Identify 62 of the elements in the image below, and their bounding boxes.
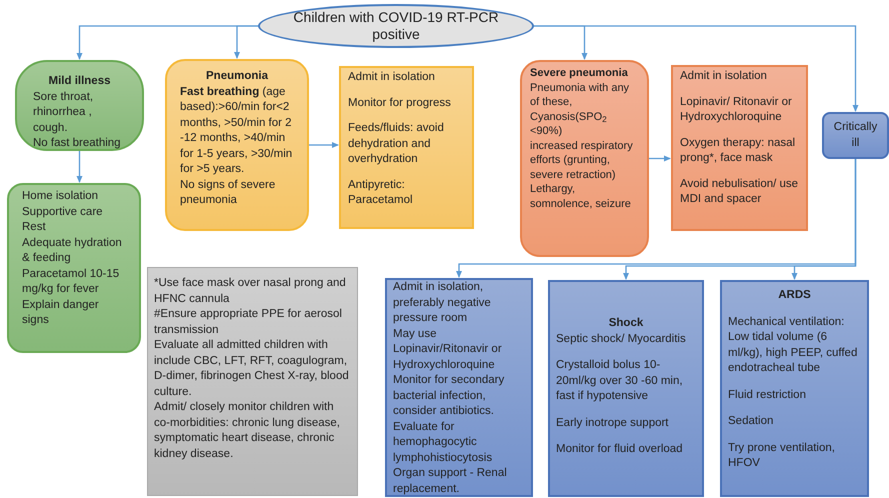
arrow bbox=[309, 142, 339, 148]
node-text: Fast breathing (age based):>60/min for<2 months, >50/min for 2 -12 months, >40/min for 1-5 years, >30/min for >5 years. bbox=[180, 84, 294, 177]
node-text: Oxygen therapy: nasal prong*, face mask bbox=[680, 136, 796, 166]
node-text: Try prone ventilation, HFOV bbox=[728, 440, 836, 471]
node-text: No fast breathing bbox=[33, 136, 122, 151]
arrow bbox=[649, 156, 671, 162]
node-text: Paracetamol 10-15 mg/kg for fever bbox=[22, 266, 120, 297]
mild-illness-box bbox=[15, 60, 144, 151]
node-text: Evaluate for hemophagocytic lymphohistiocytosis bbox=[393, 420, 494, 466]
arrow bbox=[234, 25, 260, 59]
node-text: Rest bbox=[22, 220, 47, 235]
severe-pneumonia-box bbox=[520, 60, 649, 257]
home-care-box bbox=[7, 183, 141, 353]
note-box bbox=[147, 267, 358, 496]
node-text: Admit in isolation bbox=[348, 70, 436, 85]
node-text: Monitor for fluid overload bbox=[556, 442, 684, 457]
node-text: *Use face mask over nasal prong and HFNC cannula bbox=[154, 276, 347, 306]
node-text: Children with COVID-19 RT-PCR positive bbox=[292, 9, 500, 43]
node-text: Avoid nebulisation/ use MDI and spacer bbox=[680, 176, 799, 207]
node-text: Crystalloid bolus 10-20ml/kg over 30 -60 min, fast if hypotensive bbox=[556, 358, 684, 404]
node-text: increased respiratory efforts (grunting, severe retraction) bbox=[530, 138, 634, 182]
arrow bbox=[532, 25, 858, 112]
node-text: Early inotrope support bbox=[556, 416, 670, 430]
node-text: No signs of severe pneumonia bbox=[180, 178, 276, 208]
heading: Pneumonia bbox=[205, 69, 269, 84]
node-text: Monitor for progress bbox=[348, 96, 452, 110]
node-text: Sedation bbox=[728, 414, 774, 429]
ards-box bbox=[720, 280, 869, 497]
node-text: Admit in isolation bbox=[680, 69, 768, 84]
treatment-box bbox=[385, 278, 533, 497]
node-text: Home isolation bbox=[22, 189, 100, 204]
heading: Mild illness bbox=[48, 74, 112, 89]
node-text: Lopinavir/ Ritonavir or Hydroxychloroquine bbox=[680, 94, 793, 125]
node-text: May use Lopinavir/Ritonavir or Hydroxychloroquine bbox=[393, 326, 503, 372]
node-text: Admit in isolation, preferably negative pressure room bbox=[393, 280, 492, 326]
node-text: Critically ill bbox=[834, 120, 878, 150]
node-text: Evaluate all admitted children with include CBC, LFT, RFT, coagulogram, D-dimer, fibrinogen Chest X-ray, blood culture. bbox=[154, 338, 350, 400]
heading: ARDS bbox=[777, 288, 812, 303]
node-text: Organ support - Renal replacement. bbox=[393, 466, 508, 496]
node-text: Lethargy, somnolence, seizure bbox=[530, 182, 632, 211]
node-text: Fluid restriction bbox=[728, 388, 807, 402]
shock-box bbox=[548, 280, 704, 497]
node-text: Sore throat, rhinorrhea , cough. bbox=[33, 90, 94, 136]
node-text: Monitor for secondary bacterial infection, consider antibiotics. bbox=[393, 373, 506, 419]
node-text: Mechanical ventilation: Low tidal volume (6 ml/kg), high PEEP, cuffed endotracheal tube bbox=[728, 314, 858, 376]
node-text: Admit/ closely monitor children with co-morbidities: chronic lung disease, symptomatic heart disease, chronic kidney disease. bbox=[154, 400, 342, 462]
node-text: Supportive care bbox=[22, 204, 104, 220]
heading: Shock bbox=[608, 316, 644, 331]
management-box bbox=[671, 65, 808, 231]
node-text: Pneumonia with any of these, Cyanosis(SPO$_{2}$ <90%) bbox=[530, 80, 630, 138]
node-text: #Ensure appropriate PPE for aerosol transmission bbox=[154, 307, 343, 338]
management-box bbox=[339, 66, 474, 229]
pneumonia-box bbox=[165, 59, 309, 231]
arrow bbox=[792, 159, 856, 280]
node-text: Explain danger signs bbox=[22, 298, 100, 328]
arrow bbox=[76, 151, 82, 183]
critically-ill-box bbox=[822, 112, 889, 159]
node-text: Feeds/fluids: avoid dehydration and overhydration bbox=[348, 121, 445, 167]
node-text: Antipyretic: Paracetamol bbox=[348, 178, 414, 208]
node-text: Adequate hydration & feeding bbox=[22, 236, 123, 266]
node-text: Septic shock/ Myocarditis bbox=[556, 332, 687, 346]
heading: Severe pneumonia bbox=[530, 66, 629, 80]
